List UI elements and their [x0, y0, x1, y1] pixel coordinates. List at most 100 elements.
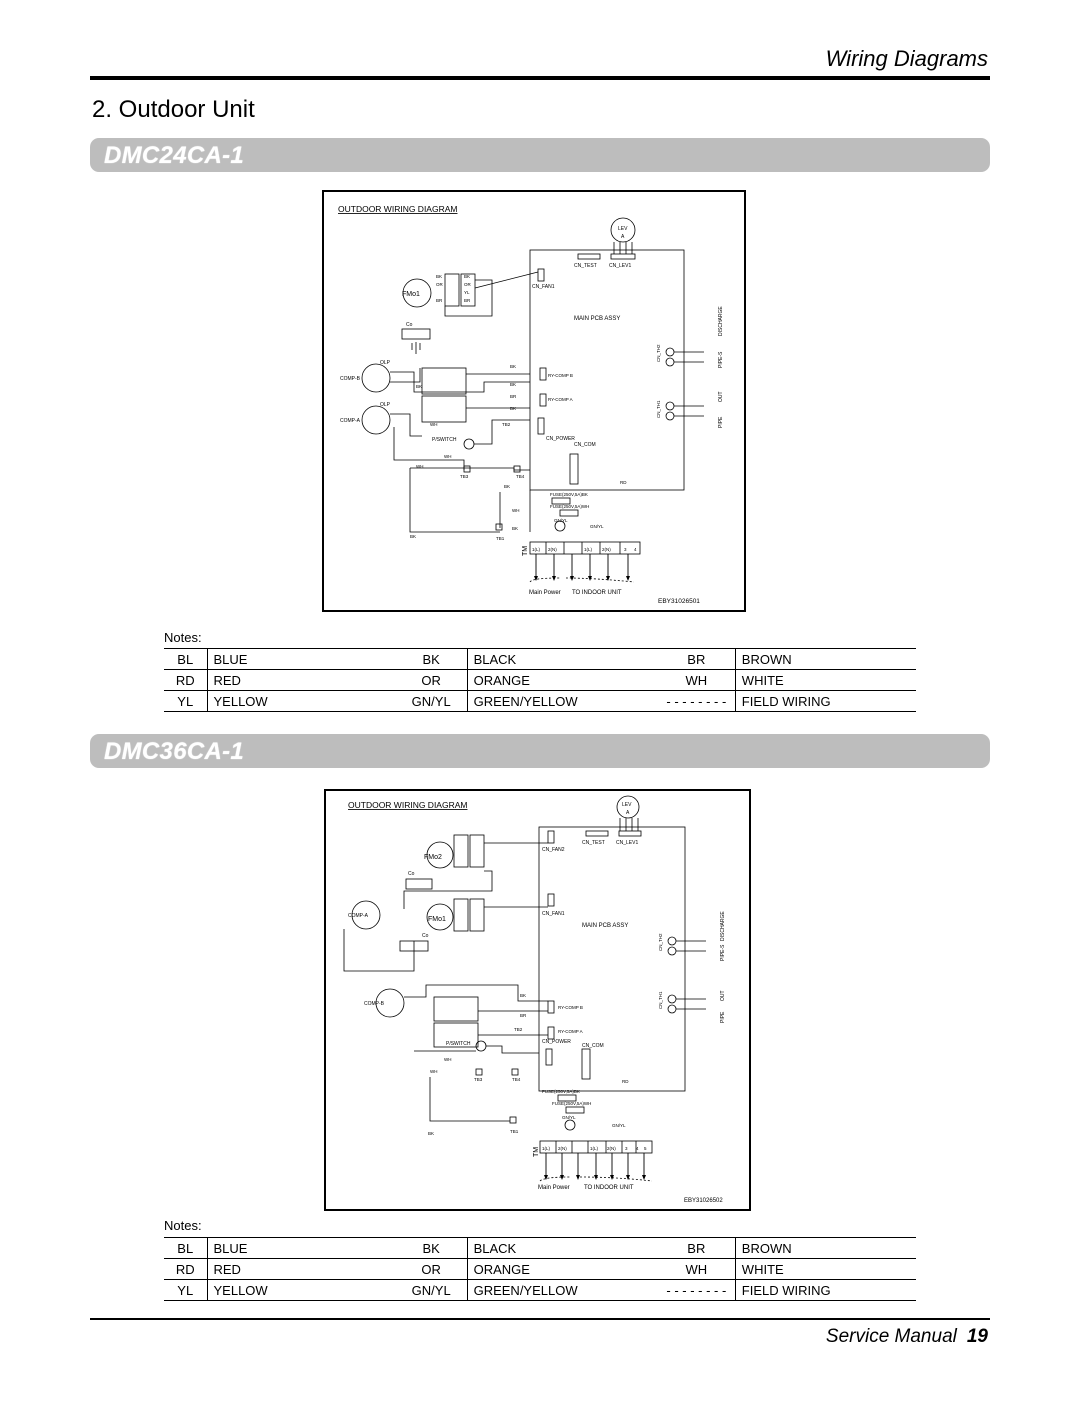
- svg-text:CN_COM: CN_COM: [582, 1043, 604, 1049]
- svg-text:GN/YL: GN/YL: [612, 1123, 626, 1128]
- svg-text:CN_TH1: CN_TH1: [658, 991, 663, 1009]
- svg-text:CN_FAN2: CN_FAN2: [542, 847, 565, 853]
- svg-text:BK: BK: [436, 274, 442, 279]
- wiring-diagram-2: OUTDOOR WIRING DIAGRAM LEV A CN_TEST CN_…: [324, 789, 751, 1211]
- svg-text:BK: BK: [504, 484, 510, 489]
- svg-text:BK: BK: [512, 526, 518, 531]
- svg-text:YL: YL: [464, 290, 470, 295]
- svg-text:CN_FAN1: CN_FAN1: [532, 284, 555, 290]
- svg-text:PIPE-S: PIPE-S: [720, 944, 726, 961]
- svg-text:LEV: LEV: [622, 802, 632, 808]
- svg-text:FUSE(250V,5A)WH: FUSE(250V,5A)WH: [552, 1101, 591, 1106]
- svg-text:Co: Co: [408, 871, 415, 877]
- svg-text:RD: RD: [622, 1079, 629, 1084]
- page-footer: Service Manual 19: [826, 1326, 988, 1348]
- compressor-b-icon: [361, 363, 391, 393]
- lev-icon: [616, 795, 640, 819]
- section-header: Wiring Diagrams: [825, 46, 988, 71]
- svg-text:BK: BK: [520, 993, 526, 998]
- svg-text:BK: BK: [510, 406, 516, 411]
- svg-text:FUSE(250V,5A)BK: FUSE(250V,5A)BK: [542, 1089, 580, 1094]
- fan-motor-icon: [402, 278, 432, 308]
- pcb-label: MAIN PCB ASSY: [574, 316, 620, 322]
- bottom-rule: [90, 1318, 990, 1320]
- svg-text:TB4: TB4: [516, 474, 525, 479]
- svg-text:COMP-B: COMP-B: [340, 376, 361, 382]
- svg-text:A: A: [621, 234, 625, 240]
- svg-text:COMP-A: COMP-A: [340, 418, 361, 424]
- main-pcb: [529, 249, 685, 491]
- svg-text:COMP-B: COMP-B: [364, 1001, 385, 1007]
- diagram-code: EBY31026501: [658, 598, 700, 605]
- svg-text:BK: BK: [510, 364, 516, 369]
- svg-text:DISCHARGE: DISCHARGE: [718, 306, 724, 336]
- svg-text:RY-COMP A: RY-COMP A: [558, 1029, 583, 1034]
- svg-text:OLP: OLP: [380, 360, 391, 366]
- svg-text:3: 3: [625, 1146, 628, 1151]
- svg-text:CN_TH2: CN_TH2: [658, 933, 663, 951]
- svg-text:GN/YL: GN/YL: [562, 1115, 576, 1120]
- top-rule: [90, 76, 990, 80]
- svg-text:2(N): 2(N): [558, 1146, 567, 1151]
- svg-text:P/SWITCH: P/SWITCH: [446, 1041, 471, 1047]
- svg-text:RY-COMP A: RY-COMP A: [548, 397, 573, 402]
- svg-text:5: 5: [644, 1146, 647, 1151]
- fan-motor-1-icon: [426, 903, 454, 931]
- svg-text:FMo1: FMo1: [402, 291, 420, 298]
- wiring-diagram-1: OUTDOOR WIRING DIAGRAM LEV A CN_TEST CN_…: [322, 190, 746, 612]
- svg-text:FMo1: FMo1: [428, 916, 446, 923]
- notes-label: Notes:: [164, 630, 202, 645]
- svg-text:CN_LEV1: CN_LEV1: [616, 840, 638, 846]
- wiring-diagram-svg-2: OUTDOOR WIRING DIAGRAM LEV A CN_TEST CN_…: [343, 795, 726, 1204]
- svg-text:Co: Co: [422, 933, 429, 939]
- svg-text:WH: WH: [444, 1057, 452, 1062]
- svg-text:TB1: TB1: [496, 536, 505, 541]
- svg-text:RY-COMP B: RY-COMP B: [558, 1005, 583, 1010]
- svg-text:BR: BR: [520, 1013, 527, 1018]
- footer-label: Service Manual: [825, 1326, 957, 1347]
- to-indoor-label: TO INDOOR UNIT: [584, 1185, 634, 1191]
- svg-text:CN_FAN1: CN_FAN1: [542, 911, 565, 917]
- svg-text:DISCHARGE: DISCHARGE: [720, 911, 726, 941]
- svg-text:WH: WH: [430, 1069, 438, 1074]
- svg-text:2(N): 2(N): [548, 547, 557, 552]
- svg-text:CN_COM: CN_COM: [574, 442, 596, 448]
- svg-text:PIPE: PIPE: [720, 1011, 726, 1023]
- model-header-bar: DMC36CA-1: [90, 734, 990, 768]
- svg-text:CN_TH1: CN_TH1: [656, 400, 661, 418]
- svg-text:OUT: OUT: [718, 391, 724, 402]
- svg-text:FUSE(250V,5A)WH: FUSE(250V,5A)WH: [550, 504, 589, 509]
- svg-text:BK: BK: [416, 384, 422, 389]
- svg-text:3: 3: [624, 547, 627, 552]
- page-number: 19: [966, 1326, 988, 1347]
- svg-text:CN_LEV1: CN_LEV1: [609, 263, 631, 269]
- svg-text:TB3: TB3: [460, 474, 469, 479]
- svg-text:WH: WH: [512, 508, 520, 513]
- compressor-a-icon: [351, 900, 381, 930]
- svg-text:TB4: TB4: [512, 1077, 521, 1082]
- svg-text:WH: WH: [416, 464, 424, 469]
- svg-text:TB1: TB1: [510, 1129, 519, 1134]
- svg-text:LEV: LEV: [618, 226, 628, 232]
- svg-text:OR: OR: [436, 282, 444, 287]
- compressor-a-icon: [361, 405, 391, 435]
- svg-text:P/SWITCH: P/SWITCH: [432, 437, 457, 443]
- svg-text:GN/YL: GN/YL: [554, 518, 568, 523]
- svg-text:2(N): 2(N): [602, 547, 611, 552]
- svg-text:2(N): 2(N): [607, 1146, 616, 1151]
- svg-text:TB3: TB3: [474, 1077, 483, 1082]
- svg-text:TM: TM: [522, 546, 529, 556]
- svg-text:WH: WH: [430, 422, 438, 427]
- svg-text:1(L): 1(L): [532, 547, 541, 552]
- page-title: 2. Outdoor Unit: [92, 96, 255, 123]
- fan-motor-2-icon: [426, 841, 454, 869]
- svg-text:BK: BK: [464, 274, 470, 279]
- svg-text:RD: RD: [620, 480, 627, 485]
